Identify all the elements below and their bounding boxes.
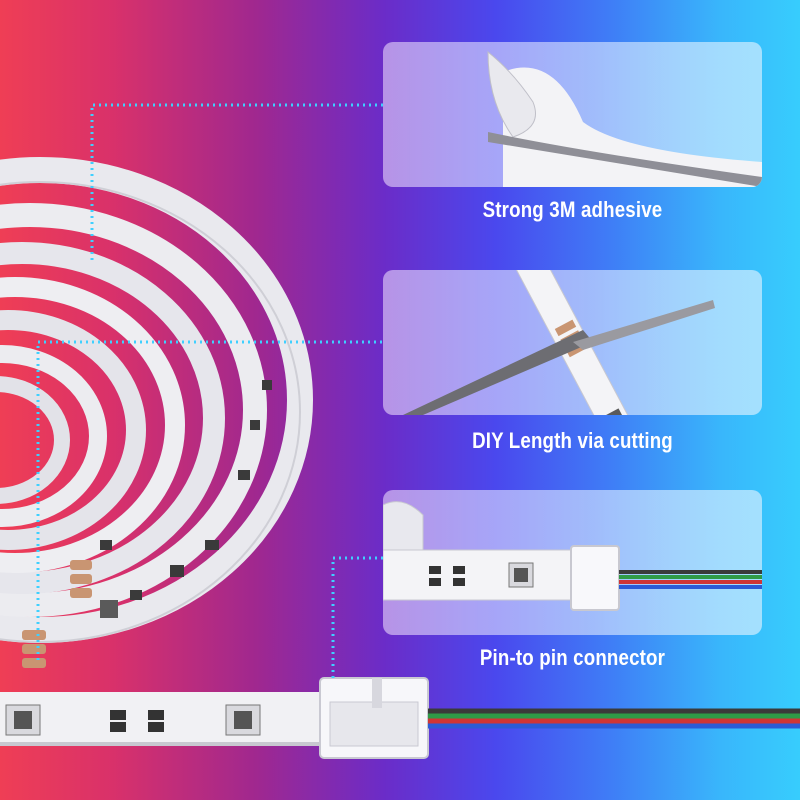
adhesive-tape-image	[487, 50, 762, 187]
scissors-cutting-image	[403, 270, 715, 415]
feature-caption-connector: Pin-to pin connector	[479, 645, 666, 670]
connector-panel	[383, 490, 762, 635]
strip-connector-image	[383, 501, 762, 611]
cutting-panel	[383, 270, 762, 415]
feature-caption-cutting: DIY Length via cutting	[472, 428, 673, 453]
adhesive-panel	[383, 42, 762, 187]
feature-caption-adhesive: Strong 3M adhesive	[482, 197, 663, 222]
